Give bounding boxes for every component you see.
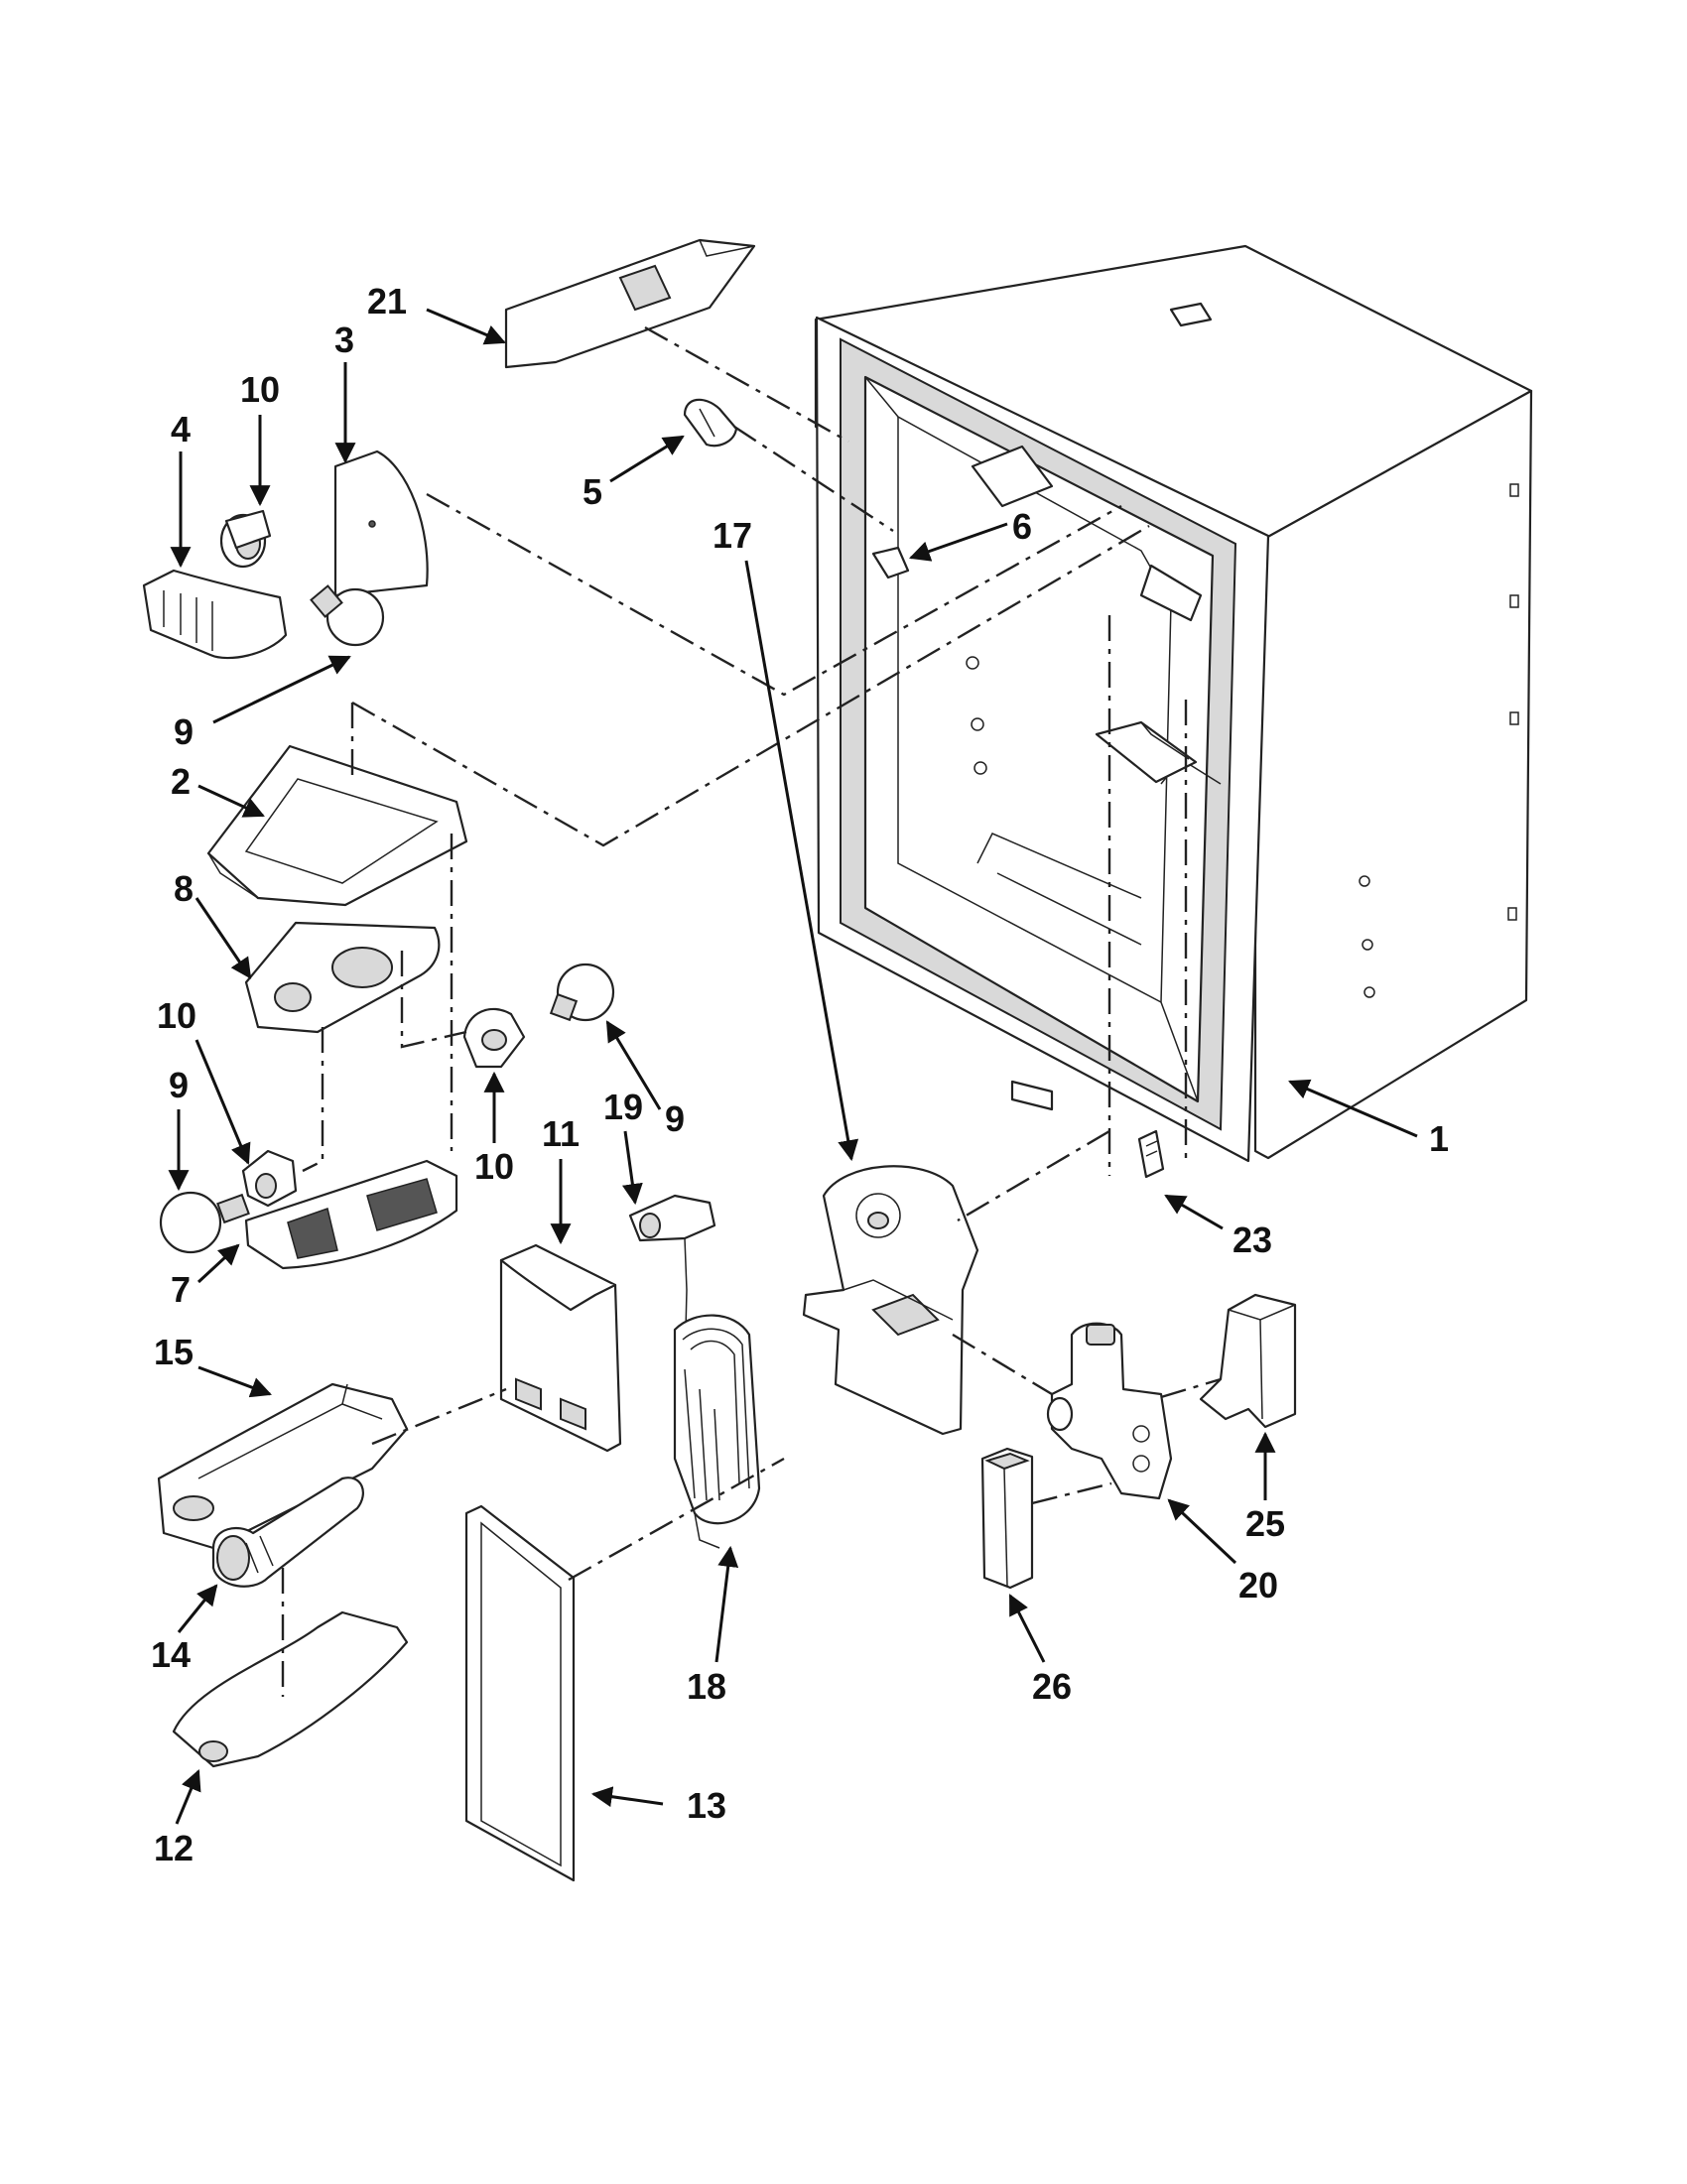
leader-8 [195,897,252,979]
part-9-bulb-left [159,1191,250,1254]
callout-labels: 21 3 10 4 5 6 9 2 8 10 9 9 10 17 1 11 19… [151,281,1449,1868]
callout-2: 2 [171,761,191,802]
part-10-socket-top [219,509,272,569]
leader-6 [909,522,1008,562]
part-21-deflector [504,238,756,369]
callout-8: 8 [174,868,194,909]
callout-3: 3 [334,320,354,360]
callout-10-top: 10 [240,369,280,410]
leader-9-top [212,655,351,724]
leader-5 [609,435,685,483]
leader-10-left [195,1039,251,1165]
assembly-lines [281,325,1222,1697]
callout-18: 18 [687,1666,726,1707]
callout-6: 6 [1012,506,1032,547]
callout-11: 11 [542,1113,580,1154]
leader-20 [1167,1498,1237,1565]
part-11-bracket [499,1243,622,1453]
leader-12 [175,1769,201,1825]
callout-26: 26 [1032,1666,1072,1707]
leader-26 [1008,1594,1046,1663]
callout-21: 21 [367,281,407,321]
part-20-water-valve [1046,1322,1173,1500]
callout-23: 23 [1233,1220,1272,1260]
callout-7: 7 [171,1269,191,1310]
callout-5: 5 [583,471,602,512]
leader-14 [177,1584,218,1633]
callout-1: 1 [1429,1118,1449,1159]
leader-23 [1164,1194,1224,1230]
callout-4: 4 [171,409,191,450]
part-6-tab [871,546,910,579]
leader-19 [621,1130,643,1206]
part-1-liner [814,244,1533,1163]
part-5-clip [683,398,738,448]
callout-10-right: 10 [474,1146,514,1187]
part-2-light-housing [206,744,468,907]
part-9-bulb-top [310,584,385,647]
callout-13: 13 [687,1785,726,1826]
leader-1 [1288,1079,1418,1138]
callout-9-right: 9 [665,1098,685,1139]
leader-15 [197,1365,272,1398]
callout-19: 19 [603,1087,643,1127]
leader-21 [426,308,506,345]
part-10-socket-right [462,1007,526,1069]
leader-18 [714,1545,739,1663]
leader-13 [590,1786,664,1808]
part-3-shield [333,450,429,597]
callout-25: 25 [1245,1503,1285,1544]
part-23-connector [1137,1129,1165,1179]
leader-9-right [605,1020,662,1110]
part-12-filter-cover [172,1610,409,1768]
callout-9-top: 9 [174,711,194,752]
leader-7 [196,1243,240,1284]
callout-14: 14 [151,1634,191,1675]
leader-17 [744,560,859,1162]
part-4-cover [142,569,288,660]
callout-12: 12 [154,1828,194,1868]
part-8-lens [244,921,441,1034]
part-17-mount [802,1165,979,1436]
callout-9-left: 9 [169,1065,189,1105]
part-15-housing [157,1382,409,1550]
part-7-grille [244,1159,458,1270]
part-18-heater-coil [673,1314,761,1549]
part-25-bracket [1199,1293,1297,1429]
callout-17: 17 [713,515,752,556]
part-14-filter [211,1477,364,1588]
leader-arrows [168,308,1418,1825]
part-10-socket-left [241,1149,298,1208]
callout-20: 20 [1238,1565,1278,1606]
part-19-thermistor [628,1194,716,1370]
part-13-trim [464,1504,576,1882]
callout-15: 15 [154,1332,194,1372]
part-9-bulb-right [549,963,615,1022]
leader-2 [197,784,265,818]
part-26-cover [980,1447,1034,1590]
callout-10-left: 10 [157,995,196,1036]
